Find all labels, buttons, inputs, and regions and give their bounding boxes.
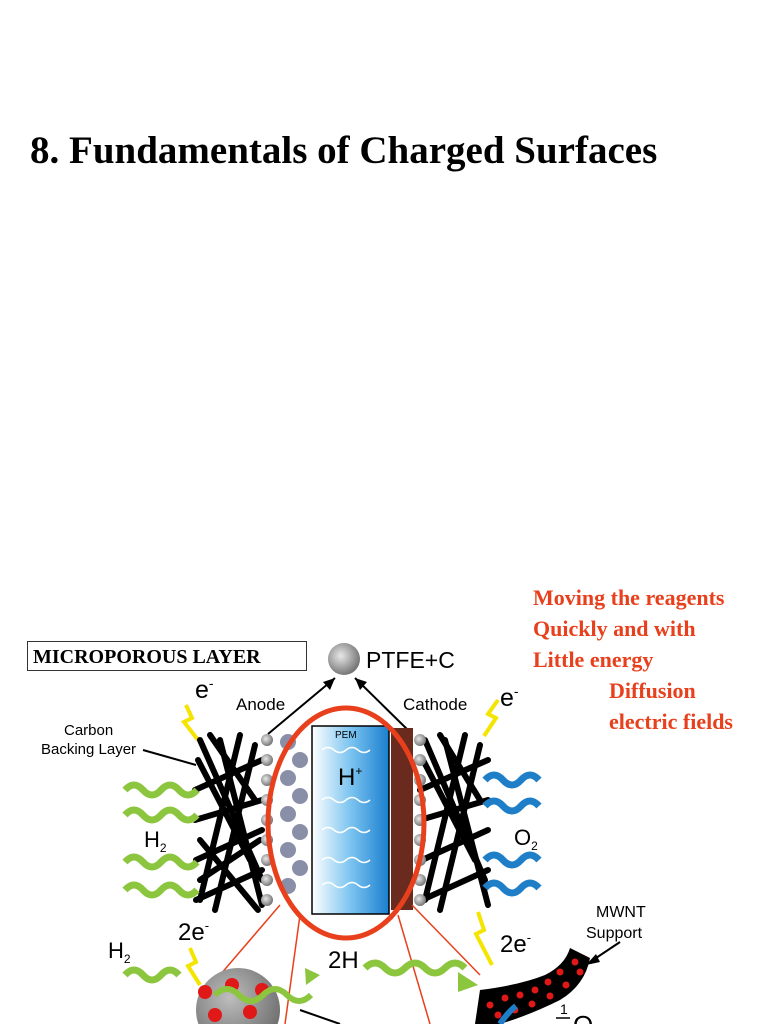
- zoom-line-2: [284, 914, 301, 1024]
- ptfe-particle: [328, 643, 360, 675]
- note-line-2: Quickly and with: [533, 616, 696, 641]
- zoom-line-3: [397, 914, 431, 1024]
- h2-waves: [122, 781, 200, 899]
- cathode-arrow-head: [355, 678, 367, 690]
- carbon-backing-arrow: [142, 749, 197, 766]
- h2-wave-bottom: [122, 966, 182, 984]
- pem-label: PEM: [335, 730, 357, 741]
- cathode-arrow: [354, 677, 413, 735]
- right-fiber-mesh: [417, 732, 491, 913]
- anode-label: Anode: [236, 695, 285, 714]
- note-line-5: electric fields: [609, 709, 733, 734]
- zoom-line-1: [219, 904, 281, 976]
- slide-title: 8. Fundamentals of Charged Surfaces: [30, 129, 658, 172]
- anode-arrow: [267, 677, 336, 735]
- cathode-label: Cathode: [403, 695, 467, 714]
- two-e-left-label: 2e-: [178, 918, 209, 946]
- pointer-arrow: [299, 1009, 341, 1024]
- mwnt-arrow-head: [586, 954, 600, 965]
- note-line-1: Moving the reagents: [533, 585, 725, 610]
- bolt-left-bottom: [185, 947, 202, 987]
- ptfe-label: PTFE+C: [366, 647, 455, 673]
- pem-membrane: [311, 725, 390, 915]
- highlight-ring: [265, 705, 427, 941]
- two-h-label: 2H: [328, 947, 359, 974]
- o-bottom-label: O: [573, 1010, 593, 1024]
- bolt-right-bottom: [473, 911, 494, 966]
- mwnt-support: [475, 948, 590, 1024]
- o2-waves: [482, 771, 542, 897]
- bolt-left-top: [180, 704, 200, 742]
- electron-right-label: e-: [500, 683, 519, 712]
- slide-notes: Moving the reagents Quickly and with Lit…: [533, 582, 733, 737]
- note-line-3: Little energy: [533, 647, 654, 672]
- h2-reaction-wave: [212, 986, 314, 1004]
- carbon-backing-label-1: Carbon: [64, 722, 113, 739]
- mwnt-dots: [486, 958, 584, 1019]
- pem-waves: [321, 746, 371, 889]
- note-line-4: Diffusion: [609, 678, 696, 703]
- o2-reaction-wave: [497, 1003, 518, 1024]
- h2-reaction-arrow: [305, 968, 320, 985]
- h2-label-bottom: H2: [108, 938, 131, 966]
- electron-left-label: e-: [195, 675, 214, 704]
- proton-transfer-wave: [362, 959, 468, 977]
- mwnt-label-1: MWNT: [596, 904, 646, 921]
- zoom-line-4: [411, 904, 481, 976]
- proton-transfer-arrow: [458, 972, 478, 992]
- two-e-right-label: 2e-: [500, 930, 531, 958]
- proton-label: H+: [338, 764, 362, 791]
- o2-label: O2: [514, 825, 538, 853]
- cathode-catalyst: [391, 728, 413, 910]
- carbon-backing-label-2: Backing Layer: [41, 741, 136, 758]
- microporous-layer-label: MICROPOROUS LAYER: [27, 641, 307, 671]
- anode-arrow-head: [323, 678, 335, 690]
- mwnt-label-2: Support: [586, 925, 643, 942]
- half-label: 1: [560, 1001, 568, 1017]
- h2-label-top: H2: [144, 827, 167, 855]
- left-fiber-mesh: [192, 732, 265, 913]
- bolt-right-top: [482, 698, 500, 738]
